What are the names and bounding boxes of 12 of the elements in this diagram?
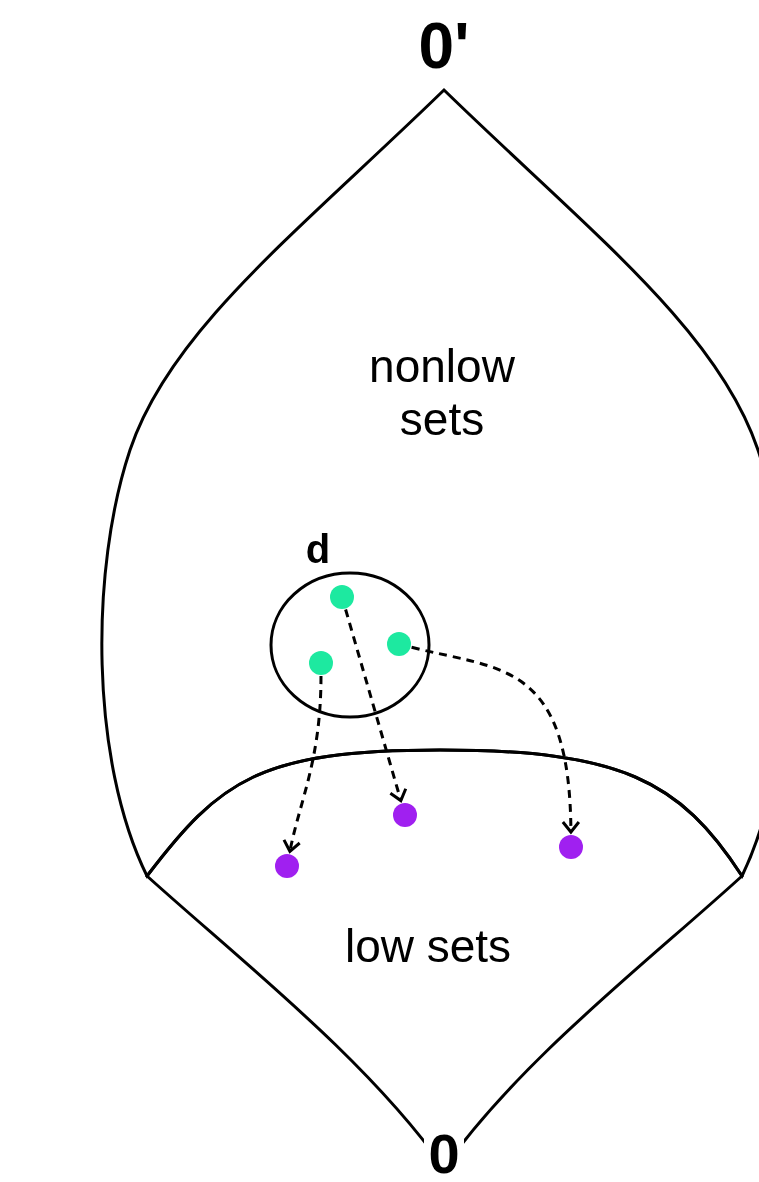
- dashed-arrow: [411, 645, 580, 834]
- point-marker: [559, 835, 583, 859]
- point-marker: [275, 854, 299, 878]
- dashed-arrow: [344, 609, 408, 803]
- point-marker: [330, 585, 354, 609]
- point-marker: [387, 632, 411, 656]
- point-marker: [309, 651, 333, 675]
- set-name-label: d: [304, 526, 332, 572]
- region-label: low sets: [343, 920, 513, 973]
- point-marker: [393, 803, 417, 827]
- dashed-arrow: [282, 675, 323, 853]
- region-label: nonlow sets: [368, 340, 516, 446]
